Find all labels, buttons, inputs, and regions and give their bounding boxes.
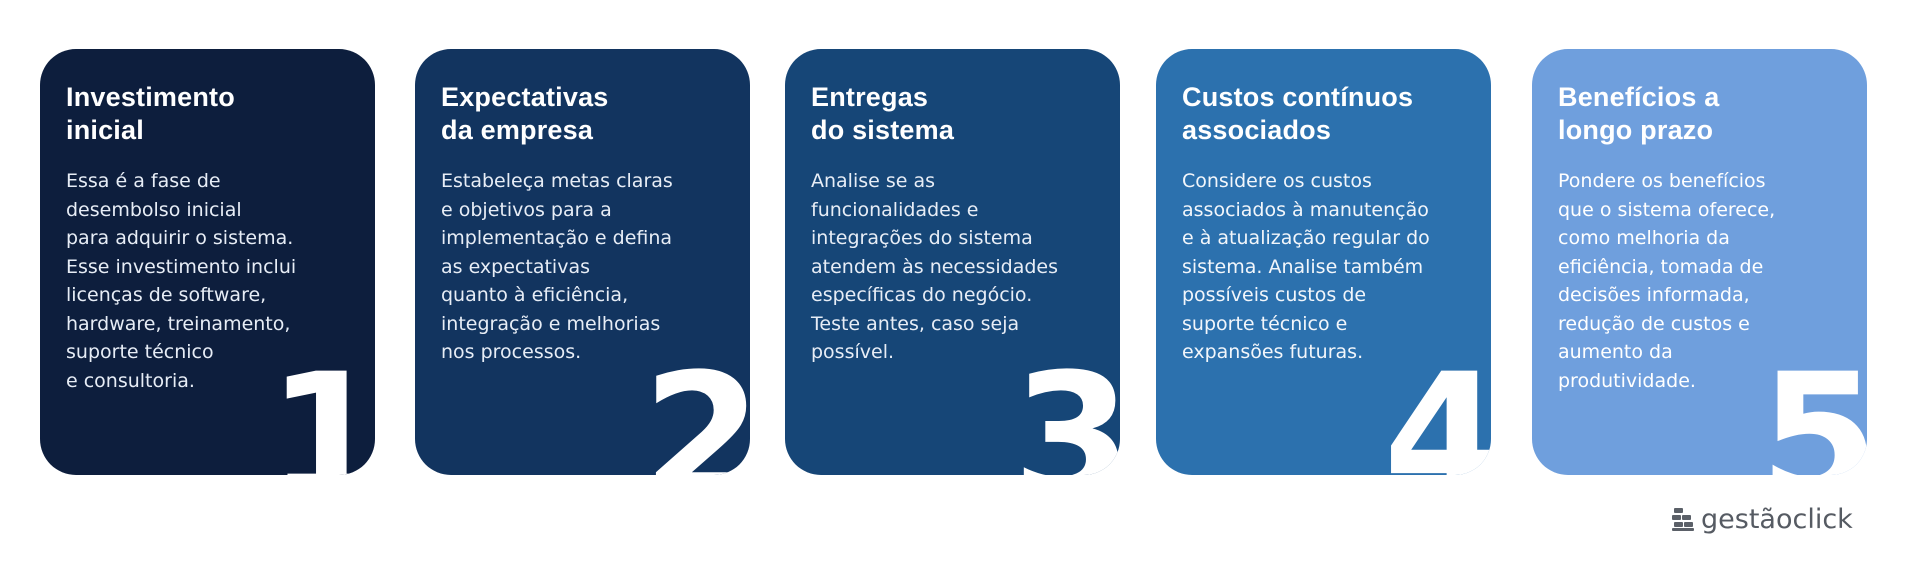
card-step-number: 4 — [1383, 336, 1491, 476]
card-investimento-inicial: Investimento inicial Essa é a fase de de… — [40, 49, 375, 475]
card-entregas-do-sistema: Entregas do sistema Analise se as funcio… — [785, 49, 1120, 475]
card-title: Investimento inicial — [66, 82, 235, 145]
card-custos-continuos: Custos contínuos associados Considere os… — [1156, 49, 1491, 475]
card-description: Analise se as funcionalidades e integraç… — [811, 170, 1058, 363]
card-description: Essa é a fase de desembolso inicial para… — [66, 170, 297, 392]
card-title: Entregas do sistema — [811, 82, 955, 145]
card-description: Pondere os benefícios que o sistema ofer… — [1558, 170, 1776, 392]
card-beneficios-longo-prazo: Benefícios a longo prazo Pondere os bene… — [1532, 49, 1867, 475]
card-description: Considere os custos associados à manuten… — [1182, 170, 1430, 363]
card-step-number: 1 — [267, 336, 375, 476]
card-step-number: 3 — [1012, 336, 1120, 476]
card-description: Estabeleça metas claras e objetivos para… — [441, 170, 673, 363]
card-title: Benefícios a longo prazo — [1558, 82, 1720, 145]
brand-logo: gestãoclick — [1672, 502, 1853, 536]
card-title: Expectativas da empresa — [441, 82, 609, 145]
card-title: Custos contínuos associados — [1182, 82, 1414, 145]
card-step-number: 2 — [642, 336, 750, 476]
brand-name: gestãoclick — [1701, 503, 1853, 535]
gestaoclick-logo-icon — [1672, 508, 1694, 531]
card-step-number: 5 — [1759, 336, 1867, 476]
card-expectativas-da-empresa: Expectativas da empresa Estabeleça metas… — [415, 49, 750, 475]
